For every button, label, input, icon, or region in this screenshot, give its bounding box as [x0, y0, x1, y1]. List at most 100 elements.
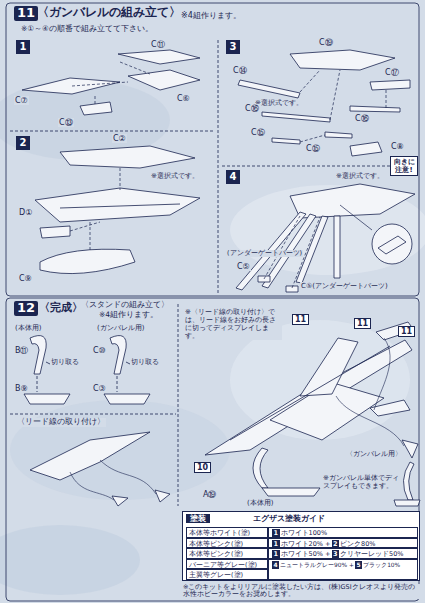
stand-use: (本体用): [14, 324, 42, 332]
lead-wire-stroke: [374, 338, 390, 410]
callout-number: 11: [354, 318, 371, 329]
node-text: 11: [295, 315, 306, 324]
node-text: バーニア等グレー(塗): [189, 561, 257, 569]
node-text: 向きに注意!: [394, 158, 415, 174]
note: ※選択式です。: [335, 172, 385, 180]
section-number: 12: [14, 301, 38, 316]
exass-mobile-armor-stroke: [370, 400, 410, 416]
display-stand-stroke: [104, 394, 150, 404]
gunbarrel-parts-stroke: [290, 50, 395, 70]
note: ※4組作ります。: [180, 11, 242, 20]
exass-mobile-armor-stroke: [112, 496, 128, 506]
part-number: C②: [112, 134, 127, 143]
paint-part-cell: 本体等ピンク(塗): [186, 538, 268, 549]
node-text: ピンク80%: [340, 540, 375, 548]
part-number: B⑪: [14, 346, 30, 355]
paint-part-cell: 本体等ホワイト(塗): [186, 527, 268, 538]
part-number: C⑲: [318, 38, 334, 47]
note: ※①～④の順番で組み立てて下さい。: [20, 25, 154, 34]
display-stand-stroke: [262, 488, 320, 496]
part-number: C⑰: [384, 68, 400, 77]
section-title: 〈完成〉: [38, 302, 84, 315]
color-number: 3: [332, 550, 340, 558]
part-number: C⑭: [232, 66, 248, 75]
paint-title: エグザス塗装ガイド: [253, 514, 325, 523]
color-number: 4: [272, 561, 279, 569]
part-number: C⑦: [14, 96, 29, 105]
node-text: ホワイト20% +: [281, 540, 331, 548]
exass-mobile-armor-stroke: [300, 338, 358, 396]
node-text: 11: [401, 327, 412, 336]
node-text: ニュートラルグレー90% +: [280, 562, 354, 568]
exass-mobile-armor-stroke: [30, 432, 150, 480]
display-stand-stroke: [394, 500, 420, 506]
gunbarrel-parts-stroke: [40, 249, 135, 273]
gunbarrel-parts-stroke: [350, 106, 400, 112]
cut-note: 切り取る: [50, 358, 80, 366]
section-frame: [6, 3, 419, 601]
gunbarrel-parts-stroke: [238, 80, 300, 98]
part-number: C⑥: [176, 94, 191, 103]
node-text: クリヤーレッド50%: [340, 550, 403, 558]
gunbarrel-parts-stroke: [118, 50, 200, 64]
gunbarrel-parts-stroke: [80, 102, 112, 115]
gunbarrel-parts-stroke: [350, 142, 382, 156]
section-title: 〈ガンバレルの組み立て〉: [36, 6, 182, 20]
assembly-guide-stroke: [70, 222, 100, 231]
paint-mix-cell: 1ホワイト100%: [268, 527, 418, 538]
section-frame-stroke: [178, 304, 179, 506]
assembly-guide-stroke: [90, 222, 91, 250]
gunbarrel-parts-stroke: [128, 70, 200, 90]
part-number: C⑤: [236, 262, 251, 271]
lead-wire-stroke: [336, 396, 404, 446]
color-number: 5: [355, 561, 362, 569]
sub-title: 〈スタンドの組み立て〉: [80, 300, 170, 309]
paint-guide: 塗装エグザス塗装ガイド本体等ホワイト(塗)本体等ピンク(塗)本体等ピンク(塗)バ…: [182, 511, 420, 581]
gunbarrel-parts-stroke: [40, 226, 70, 238]
sub-title: 〈ガンバレル用〉: [345, 450, 403, 458]
cut-note: 切り取る: [130, 358, 160, 366]
paint-mix-cell: 4ニュートラルグレー90% +5ブラック10%: [268, 559, 418, 580]
gunbarrel-parts-stroke: [60, 146, 195, 168]
part-number: C⑬: [58, 118, 74, 127]
display-stand-stroke: [110, 336, 126, 374]
gate-note: (アンダーゲートパーツ): [226, 250, 303, 257]
part-number: C⑪: [150, 40, 166, 49]
part-number: C⑩: [92, 346, 107, 355]
assembly-guide-stroke: [264, 216, 300, 279]
assembly-guide-stroke: [330, 70, 340, 120]
part-number: C⑮: [250, 128, 266, 137]
section-frame-stroke: [6, 298, 419, 601]
lead-wire-stroke: [100, 460, 156, 494]
lead-wire-stroke: [70, 472, 114, 500]
assembly-guide-stroke: [72, 82, 128, 86]
part-number: B⑨: [14, 384, 29, 393]
display-stand-stroke: [24, 394, 70, 404]
gunbarrel-parts: [22, 50, 415, 292]
assembly-guide-stroke: [120, 168, 121, 190]
node-text: 1: [20, 41, 27, 52]
lead-wire: [70, 338, 404, 500]
gunbarrel-parts-stroke: [334, 216, 340, 278]
assembly-guide-stroke: [95, 96, 96, 104]
footnote: ※このキットをよりリアルに塗装したい方は、(株)GSIクレオスより発売の水性ホビ…: [182, 584, 422, 599]
color-number: 1: [272, 550, 280, 558]
paint-tab: 塗装: [186, 514, 210, 523]
gunbarrel-parts-stroke: [372, 224, 412, 264]
part-number: C⑯: [354, 114, 370, 123]
part-number: A⑲: [202, 490, 217, 499]
node-text: 本体等ピンク(塗): [189, 540, 243, 548]
sub-title: 〈リード線の取り付け〉: [16, 418, 106, 427]
section-number: 11: [14, 6, 38, 21]
node-text: 11: [17, 5, 35, 20]
section-frame-stroke: [10, 414, 176, 415]
note: ※4組作ります。: [98, 311, 159, 320]
part-number: D①: [18, 208, 33, 217]
node-text: 3: [230, 41, 237, 52]
part-number: C⑮: [305, 144, 321, 153]
part-number: C⑨: [18, 274, 33, 283]
exass-mobile-armor-stroke: [376, 322, 414, 340]
stand-use: (ガンバレル用): [96, 324, 145, 332]
